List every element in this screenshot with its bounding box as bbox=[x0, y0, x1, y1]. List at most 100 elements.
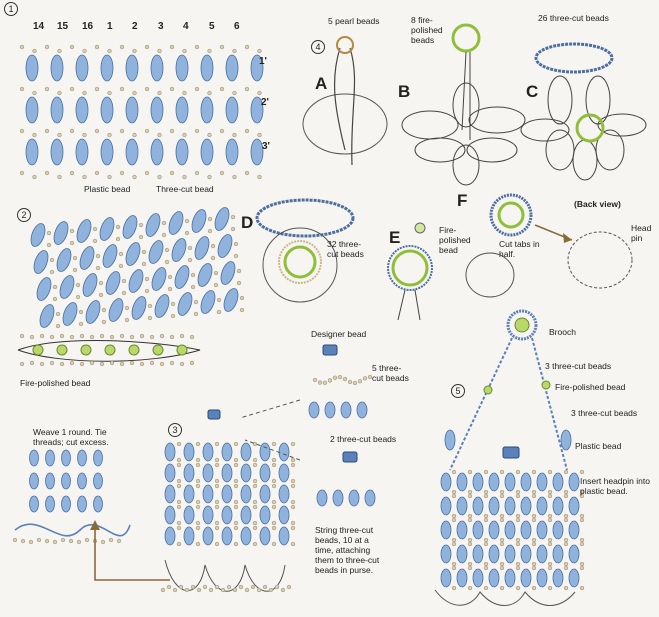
seed-bead bbox=[119, 333, 125, 339]
seed-bead bbox=[467, 541, 473, 547]
seed-bead bbox=[252, 457, 258, 463]
bead bbox=[520, 544, 532, 564]
seed-bead bbox=[563, 561, 569, 567]
seed-bead bbox=[19, 44, 25, 50]
bead bbox=[472, 568, 484, 588]
seed-bead bbox=[547, 517, 553, 523]
seed-bead bbox=[52, 539, 58, 545]
seed-bead bbox=[579, 585, 585, 591]
seed-bead bbox=[99, 361, 105, 367]
bead bbox=[472, 544, 484, 564]
seed-bead bbox=[244, 587, 250, 593]
seed-bead bbox=[233, 499, 239, 505]
seed-bead bbox=[118, 263, 124, 269]
back-view-label: (Back view) bbox=[574, 199, 621, 209]
fire-polished-label: Fire-polished bead bbox=[20, 378, 91, 388]
seed-bead bbox=[499, 565, 505, 571]
seed-bead bbox=[233, 457, 239, 463]
bead bbox=[194, 236, 210, 260]
seed-bead bbox=[176, 441, 182, 447]
seed-bead bbox=[262, 584, 268, 590]
seed-bead bbox=[169, 44, 175, 50]
bead bbox=[45, 495, 55, 513]
bead bbox=[125, 138, 139, 166]
seed-bead bbox=[69, 170, 75, 176]
bead bbox=[488, 544, 500, 564]
bead bbox=[77, 472, 87, 490]
seed-bead bbox=[132, 48, 137, 54]
seed-bead bbox=[563, 489, 569, 495]
three-cut-26-label: 26 three-cut beads bbox=[538, 13, 609, 23]
seed-bead bbox=[44, 170, 50, 176]
seed-bead bbox=[20, 538, 26, 544]
seed-bead bbox=[233, 253, 239, 259]
bead bbox=[520, 472, 532, 492]
seed-bead bbox=[579, 493, 585, 499]
seed-bead bbox=[69, 240, 75, 246]
seed-bead bbox=[499, 493, 505, 499]
seed-bead bbox=[44, 538, 50, 544]
bead bbox=[62, 302, 78, 326]
seed-bead bbox=[531, 537, 537, 543]
seed-bead bbox=[499, 513, 505, 519]
seed-bead bbox=[49, 360, 55, 366]
seed-bead bbox=[367, 374, 373, 380]
bead bbox=[99, 217, 115, 241]
bead bbox=[39, 304, 55, 328]
seed-bead bbox=[499, 489, 505, 495]
seed-bead bbox=[124, 305, 130, 311]
letter-a: A bbox=[315, 74, 328, 93]
bead bbox=[259, 463, 271, 483]
seed-bead bbox=[214, 457, 220, 463]
seed-bead bbox=[483, 489, 489, 495]
seed-bead bbox=[121, 290, 127, 296]
bead bbox=[520, 496, 532, 516]
seed-bead bbox=[467, 489, 473, 495]
seed-bead bbox=[357, 379, 363, 384]
seed-bead bbox=[176, 520, 182, 526]
seed-bead bbox=[159, 333, 165, 339]
seed-bead bbox=[39, 361, 45, 367]
seed-bead bbox=[579, 565, 585, 571]
bead bbox=[77, 449, 87, 467]
seed-bead bbox=[342, 377, 348, 382]
seed-bead bbox=[92, 238, 98, 244]
seed-bead bbox=[252, 478, 258, 484]
seed-bead bbox=[149, 334, 155, 340]
seed-bead bbox=[233, 441, 239, 447]
seed-bead bbox=[214, 520, 220, 526]
seed-bead bbox=[207, 174, 212, 180]
seed-bead bbox=[60, 537, 66, 543]
seed-bead bbox=[451, 565, 457, 571]
bead bbox=[214, 207, 230, 231]
bead bbox=[316, 489, 328, 507]
bead bbox=[552, 520, 564, 540]
bead bbox=[504, 520, 516, 540]
three-cut-32-label: 32 three-cut beads bbox=[327, 239, 364, 259]
bead bbox=[200, 138, 214, 166]
seed-bead bbox=[214, 483, 220, 489]
bead bbox=[154, 294, 170, 318]
fire-polished-p5-label: Fire-polished bead bbox=[555, 382, 626, 392]
seed-bead bbox=[252, 504, 258, 510]
bead bbox=[240, 442, 252, 462]
seed-bead bbox=[69, 128, 75, 134]
bead bbox=[488, 520, 500, 540]
seed-bead bbox=[166, 584, 172, 590]
seed-bead bbox=[515, 493, 521, 499]
fire-polished-bead bbox=[80, 344, 92, 356]
seed-bead bbox=[19, 170, 25, 176]
seed-bead bbox=[563, 493, 569, 499]
seed-bead bbox=[193, 311, 199, 317]
seed-bead bbox=[69, 228, 75, 234]
seed-bead bbox=[44, 44, 50, 50]
seed-bead bbox=[169, 170, 175, 176]
seed-bead bbox=[182, 48, 187, 54]
seed-bead bbox=[515, 513, 521, 519]
bead bbox=[240, 463, 252, 483]
seed-bead bbox=[49, 269, 55, 275]
bead bbox=[125, 242, 141, 266]
seed-bead bbox=[210, 243, 216, 249]
seed-bead bbox=[202, 584, 208, 590]
